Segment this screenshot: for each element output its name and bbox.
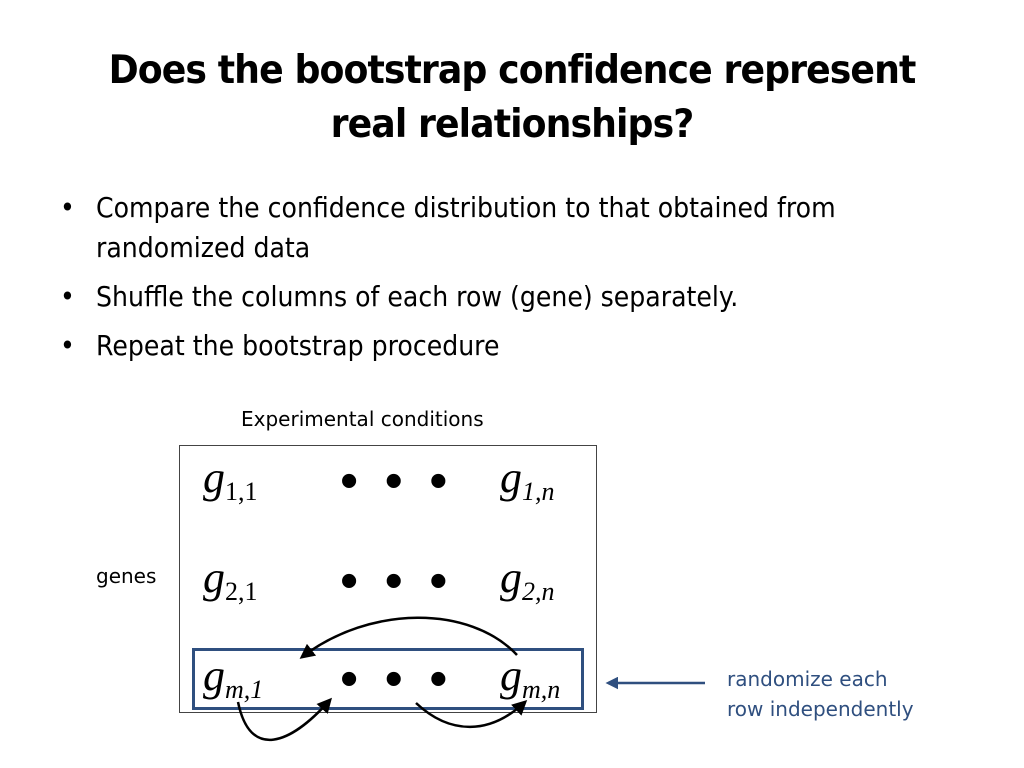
annotation-line: row independently bbox=[727, 697, 914, 721]
bullet-text: Compare the confidence distribution to t… bbox=[96, 191, 836, 264]
arc-arrow-bottom-right bbox=[415, 699, 528, 729]
column-axis-label: Experimental conditions bbox=[241, 407, 484, 431]
matrix-cell-last: gm,n bbox=[500, 651, 561, 705]
bullet-dot: • bbox=[60, 280, 75, 313]
bullet-text: Repeat the bootstrap procedure bbox=[96, 329, 500, 362]
bullet-item: • Compare the confidence distribution to … bbox=[60, 188, 870, 268]
arc-arrow-bottom-left bbox=[236, 697, 332, 742]
bullet-list: • Compare the confidence distribution to … bbox=[60, 188, 960, 375]
ellipsis-dots: • • • bbox=[340, 650, 454, 708]
ellipsis-dots: • • • bbox=[340, 452, 454, 510]
matrix-cell-first: gm,1 bbox=[203, 651, 264, 705]
matrix-cell-last: g2,n bbox=[500, 553, 555, 607]
matrix-cell-last: g1,n bbox=[500, 453, 555, 507]
ellipsis-dots: • • • bbox=[340, 552, 454, 610]
bullet-dot: • bbox=[60, 191, 75, 224]
matrix-cell-first: g2,1 bbox=[203, 553, 258, 607]
bullet-text: Shuffle the columns of each row (gene) s… bbox=[96, 280, 739, 313]
randomize-annotation: randomize each row independently bbox=[727, 664, 914, 724]
bullet-item: • Repeat the bootstrap procedure bbox=[60, 326, 870, 366]
annotation-line: randomize each bbox=[727, 667, 888, 691]
slide-title: Does the bootstrap confidence represent … bbox=[108, 48, 917, 147]
arc-arrow-top bbox=[299, 616, 518, 659]
matrix-frame bbox=[179, 445, 597, 713]
row-axis-label: genes bbox=[96, 564, 157, 588]
bullet-dot: • bbox=[60, 329, 75, 362]
matrix-cell-first: g1,1 bbox=[203, 453, 258, 507]
highlighted-row-frame bbox=[192, 648, 584, 710]
bullet-item: • Shuffle the columns of each row (gene) … bbox=[60, 277, 870, 317]
